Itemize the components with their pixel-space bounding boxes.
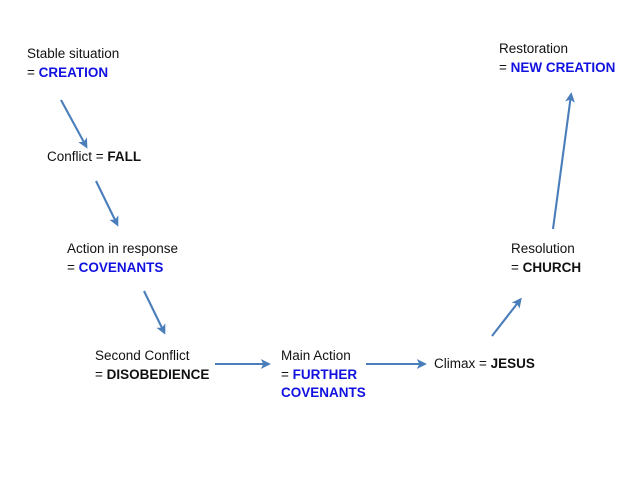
action-in-response-line1: Action in response: [67, 241, 179, 256]
climax-value: JESUS: [490, 356, 535, 371]
restoration-line1: Restoration: [499, 41, 569, 56]
main-action-prefix: =: [281, 366, 293, 382]
restoration-prefix: =: [499, 59, 511, 75]
resolution-line1: Resolution: [511, 241, 575, 256]
node-restoration: Restoration = NEW CREATION: [499, 40, 615, 77]
arrow-covenants-to-second-conflict: [143, 290, 166, 335]
stable-situation-value: CREATION: [38, 64, 109, 80]
resolution-prefix: =: [511, 259, 523, 275]
node-action-in-response: Action in response = COVENANTS: [67, 240, 178, 277]
stable-situation-line1: Stable situation: [27, 46, 120, 61]
resolution-value: CHURCH: [522, 259, 582, 275]
arrow-creation-to-fall: [60, 99, 88, 149]
second-conflict-line2: = DISOBEDIENCE: [95, 366, 209, 385]
restoration-value: NEW CREATION: [510, 59, 616, 75]
conflict-value: FALL: [107, 149, 142, 164]
main-action-line3: COVENANTS: [281, 385, 366, 400]
main-action-line2: = FURTHER: [281, 366, 366, 385]
node-stable-situation: Stable situation = CREATION: [27, 45, 119, 82]
resolution-line2: = CHURCH: [511, 259, 581, 278]
node-main-action: Main Action = FURTHER COVENANTS: [281, 347, 366, 403]
stable-situation-prefix: =: [27, 64, 39, 80]
main-action-value: FURTHER: [292, 366, 358, 382]
arrow-climax-to-resolution: [491, 297, 522, 337]
arrow-fall-to-covenants: [95, 180, 119, 227]
climax-prefix: Climax =: [434, 356, 491, 371]
node-climax: Climax = JESUS: [434, 355, 535, 374]
action-in-response-prefix: =: [67, 259, 79, 275]
node-resolution: Resolution = CHURCH: [511, 240, 581, 277]
action-in-response-line2: = COVENANTS: [67, 259, 178, 278]
node-conflict: Conflict = FALL: [47, 148, 141, 167]
conflict-line1: Conflict = FALL: [47, 148, 141, 167]
second-conflict-prefix: =: [95, 366, 107, 382]
node-second-conflict: Second Conflict = DISOBEDIENCE: [95, 347, 209, 384]
restoration-line2: = NEW CREATION: [499, 59, 615, 78]
arrow-resolution-to-restoration: [551, 92, 575, 230]
action-in-response-value: COVENANTS: [78, 259, 164, 275]
climax-line1: Climax = JESUS: [434, 355, 535, 374]
conflict-prefix: Conflict =: [47, 149, 108, 164]
second-conflict-line1: Second Conflict: [95, 348, 190, 363]
stable-situation-line2: = CREATION: [27, 64, 119, 83]
second-conflict-value: DISOBEDIENCE: [106, 366, 210, 382]
main-action-line1: Main Action: [281, 348, 351, 363]
